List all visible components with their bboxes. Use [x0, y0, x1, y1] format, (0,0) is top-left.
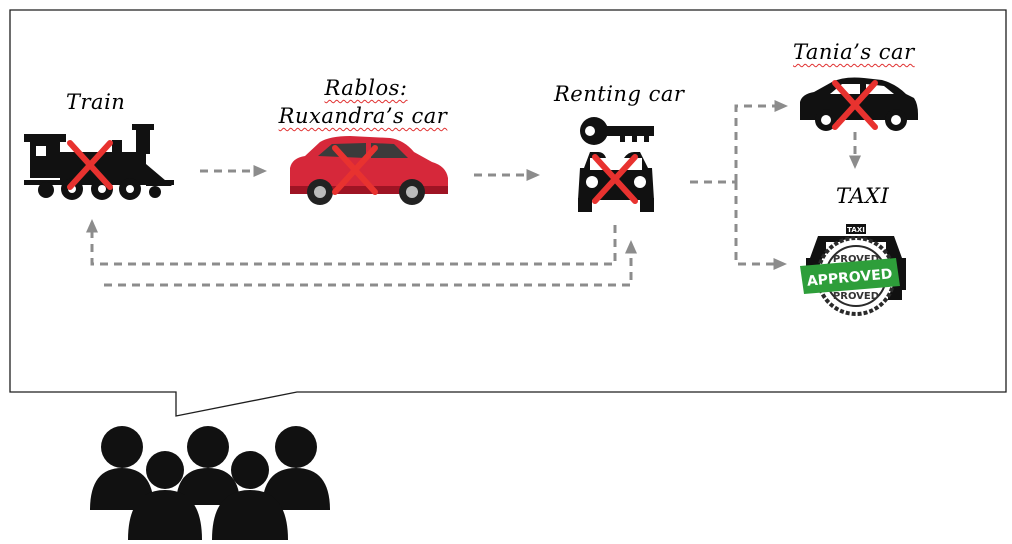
arrow-rental-back-inner	[86, 219, 617, 266]
red-car-icon	[290, 136, 448, 205]
approved-ring-top: PROVED	[833, 254, 879, 265]
flow-arrows	[86, 100, 861, 287]
arrow-to-tania-car	[734, 100, 788, 182]
taxi-roof-sign: TAXI	[847, 226, 865, 234]
arrow-rental-back-outer	[104, 240, 637, 287]
taxi-approved-icon: TAXI PROVED PROVED APPROVED	[800, 224, 906, 316]
label-renting-car: Renting car	[554, 82, 685, 106]
arrow-to-taxi	[734, 182, 787, 270]
people-group-icon	[90, 426, 330, 540]
label-rablos: Rablos:	[324, 76, 408, 100]
car-key-icon	[578, 117, 654, 212]
approved-ring-bottom: PROVED	[833, 291, 879, 302]
label-ruxandra-car: Ruxandra’s car	[278, 104, 448, 128]
label-taxi: TAXI	[836, 184, 890, 208]
label-train: Train	[66, 90, 126, 114]
approved-banner-text: APPROVED	[806, 266, 893, 289]
label-tania-car: Tania’s car	[793, 40, 915, 64]
speech-bubble	[9, 9, 1007, 417]
